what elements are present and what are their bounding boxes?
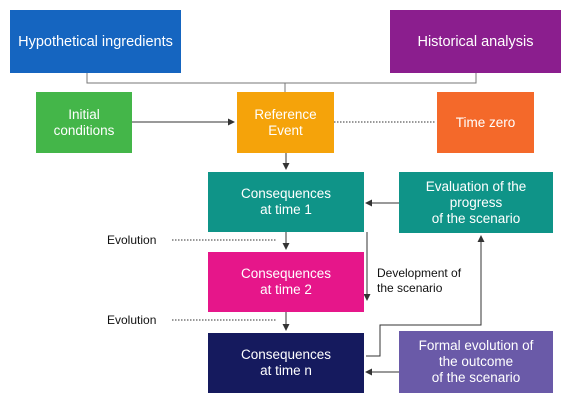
initial-conditions-box: Initial conditions [36, 92, 132, 153]
hypothetical-ingredients-box: Hypothetical ingredients [10, 10, 181, 73]
reference-event-box: Reference Event [237, 92, 334, 153]
consn-to-evaluation-arrow [366, 235, 485, 357]
formal-evolution-box: Formal evolution of the outcome of the s… [399, 331, 553, 393]
source-bracket-line [86, 73, 477, 84]
evolution-label-1: Evolution [107, 233, 157, 247]
time-zero-box: Time zero [437, 92, 534, 153]
evolution-label-2: Evolution [107, 313, 157, 327]
historical-analysis-box: Historical analysis [390, 10, 561, 73]
consequences-time-n-box: Consequences at time n [208, 333, 364, 393]
consequences-time-1-box: Consequences at time 1 [208, 172, 364, 232]
development-label: Development of the scenario [377, 266, 462, 295]
consequences-time-2-box: Consequences at time 2 [208, 252, 364, 312]
evaluation-progress-box: Evaluation of the progress of the scenar… [399, 172, 553, 233]
